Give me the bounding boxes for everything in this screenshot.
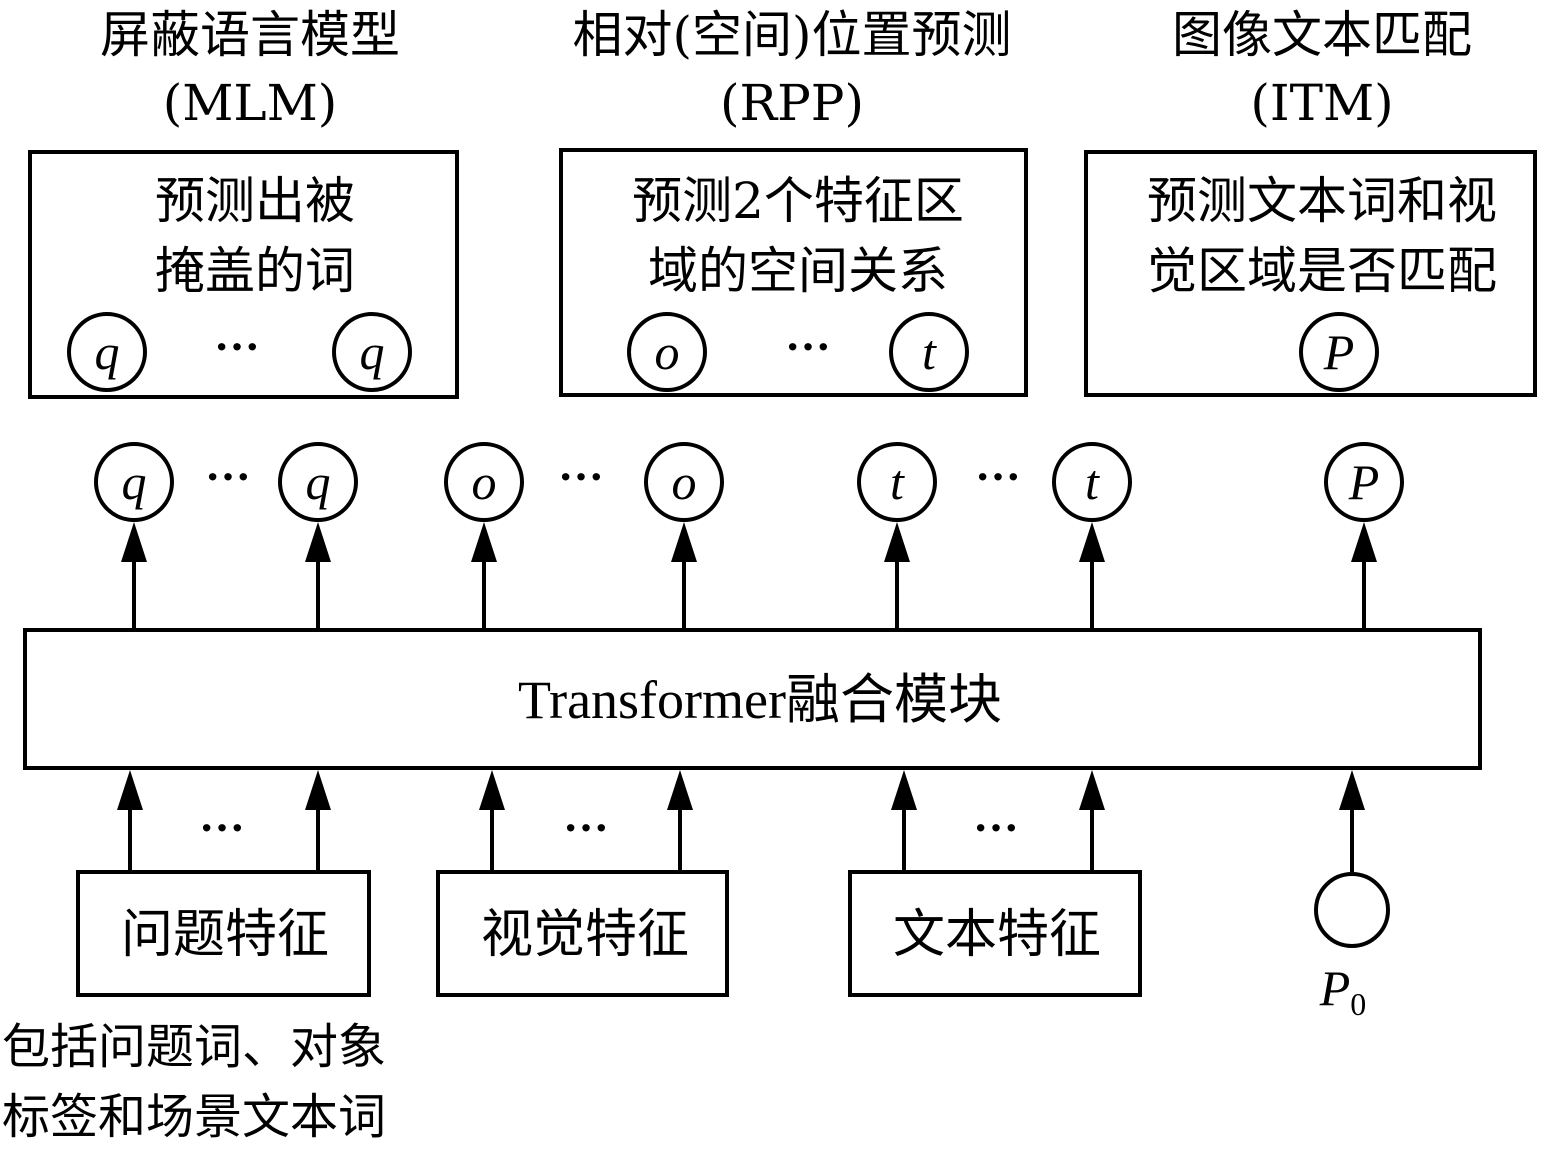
input-question-label: 问题特征: [121, 905, 329, 965]
output-q-left-label: q: [122, 454, 147, 510]
task-mlm-node-left: [67, 312, 147, 392]
task-rpp-abbr: (RPP): [720, 74, 864, 132]
input-text-frame: [848, 870, 1142, 997]
input-visual-dots: ···: [563, 802, 609, 853]
task-mlm-title: 屏蔽语言模型: [100, 6, 400, 64]
arrowhead-p: [1351, 522, 1377, 562]
arrowhead-q-right: [305, 522, 331, 562]
input-note: 包括问题词、对象 标签和场景文本词: [2, 1019, 386, 1145]
p0-token: P0: [1314, 872, 1390, 1022]
task-rpp-heading: 相对(空间)位置预测 (RPP): [572, 6, 1011, 132]
task-itm-title: 图像文本匹配: [1172, 6, 1472, 64]
task-mlm-desc-line2: 掩盖的词: [155, 242, 355, 300]
p0-node: [1314, 872, 1390, 948]
task-itm-node: [1299, 312, 1379, 392]
task-mlm-desc-line1: 预测出被: [155, 172, 355, 230]
input-note-line1: 包括问题词、对象: [2, 1019, 386, 1075]
input-question-box: 问题特征: [76, 870, 371, 997]
output-o-left-label: o: [472, 454, 497, 510]
output-p-node: [1324, 442, 1404, 522]
arrowhead-visual-right: [667, 770, 693, 810]
task-itm-box: 预测文本词和视 觉区域是否匹配 P: [1084, 150, 1537, 397]
output-nodes: q ··· q o ··· o t ··· t P: [94, 442, 1404, 522]
p0-base: P: [1319, 960, 1351, 1016]
output-t-left-node: [857, 442, 937, 522]
output-t-left-label: t: [890, 454, 905, 510]
input-text-label: 文本特征: [893, 905, 1101, 965]
arrowhead-p0: [1339, 770, 1365, 810]
arrowhead-text-right: [1079, 770, 1105, 810]
task-rpp-dots: ···: [785, 321, 831, 372]
output-o-left-node: [444, 442, 524, 522]
arrowhead-visual-left: [479, 770, 505, 810]
input-note-line2: 标签和场景文本词: [2, 1089, 386, 1145]
output-q-dots: ···: [205, 451, 251, 502]
task-mlm-node-right-label: q: [360, 324, 385, 380]
input-arrows: ··· ··· ···: [117, 770, 1365, 872]
input-text-box: 文本特征: [848, 870, 1142, 997]
fusion-module: Transformer融合模块: [23, 628, 1482, 770]
output-p-label: P: [1348, 454, 1380, 510]
fusion-frame: [23, 628, 1482, 770]
p0-subscript: 0: [1350, 986, 1366, 1022]
task-mlm-box: 预测出被 掩盖的词 q ··· q: [28, 150, 459, 399]
task-rpp-node-right: [889, 312, 969, 392]
task-itm-node-label: P: [1323, 324, 1355, 380]
output-t-dots: ···: [975, 451, 1021, 502]
arrowhead-question-left: [117, 770, 143, 810]
task-mlm-node-right: [332, 312, 412, 392]
task-rpp-desc-line1: 预测2个特征区: [632, 172, 964, 230]
arrowhead-text-left: [891, 770, 917, 810]
input-visual-box: 视觉特征: [436, 870, 729, 997]
task-rpp-title: 相对(空间)位置预测: [572, 6, 1011, 64]
input-visual-label: 视觉特征: [481, 905, 689, 965]
task-itm-desc-line2: 觉区域是否匹配: [1147, 242, 1497, 300]
task-rpp-node-right-label: t: [922, 324, 937, 380]
arrowhead-t-left: [884, 522, 910, 562]
task-mlm-heading: 屏蔽语言模型 (MLM): [100, 6, 400, 132]
p0-label: P0: [1319, 960, 1367, 1022]
output-t-right-node: [1052, 442, 1132, 522]
task-mlm-abbr: (MLM): [163, 74, 338, 132]
task-rpp-desc-line2: 域的空间关系: [648, 242, 948, 300]
output-q-right-label: q: [306, 454, 331, 510]
output-t-right-label: t: [1085, 454, 1100, 510]
output-q-left-node: [94, 442, 174, 522]
input-text-dots: ···: [973, 802, 1019, 853]
task-itm-desc-line1: 预测文本词和视: [1147, 172, 1497, 230]
task-itm-heading: 图像文本匹配 (ITM): [1172, 6, 1472, 132]
arrowhead-q-left: [121, 522, 147, 562]
output-o-right-node: [644, 442, 724, 522]
output-o-dots: ···: [558, 451, 604, 502]
task-itm-abbr: (ITM): [1250, 74, 1393, 132]
arrowhead-o-right: [671, 522, 697, 562]
output-q-right-node: [278, 442, 358, 522]
input-question-frame: [76, 870, 371, 997]
output-o-right-label: o: [672, 454, 697, 510]
output-arrows: [121, 522, 1377, 630]
arrowhead-o-left: [471, 522, 497, 562]
task-mlm-dots: ···: [214, 321, 260, 372]
input-visual-frame: [436, 870, 729, 997]
task-rpp-box: 预测2个特征区 域的空间关系 o ··· t: [559, 148, 1028, 397]
task-rpp-node-left-label: o: [655, 324, 680, 380]
arrowhead-question-right: [305, 770, 331, 810]
arrowhead-t-right: [1079, 522, 1105, 562]
fusion-label: Transformer融合模块: [518, 670, 1002, 730]
input-question-dots: ···: [199, 802, 245, 853]
task-rpp-node-left: [627, 312, 707, 392]
task-mlm-node-left-label: q: [95, 324, 120, 380]
